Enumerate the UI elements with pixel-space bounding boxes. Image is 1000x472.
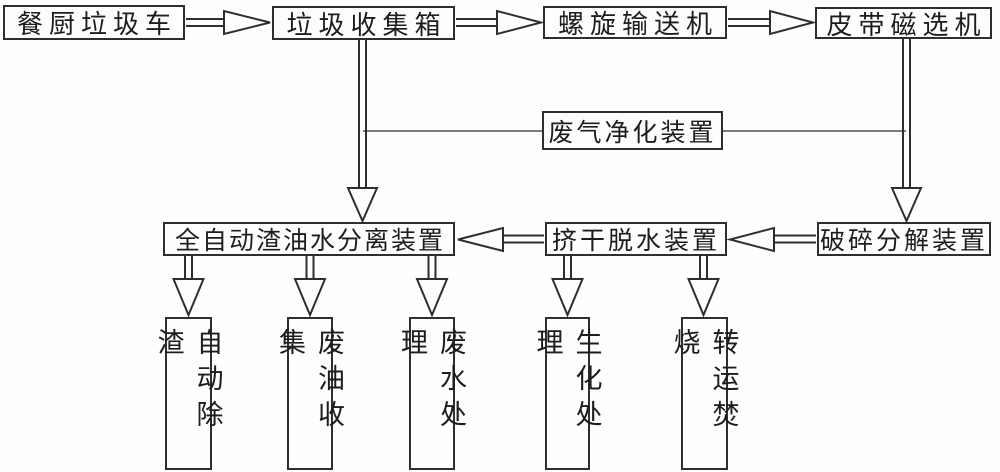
arrow-right-conveyor-to-magnetic-icon <box>728 9 817 36</box>
node-gas-purifier: 废气净化装置 <box>542 111 723 150</box>
arrow-down-separator-to-oil-icon <box>293 256 327 318</box>
arrow-down-dewatering-to-incineration-icon <box>687 256 720 318</box>
node-transfer-incineration: 转运焚烧 <box>670 317 739 470</box>
node-belt-magnetic-separator: 皮带磁选机 <box>815 7 992 40</box>
arrow-right-truck-to-collector-icon <box>186 9 271 36</box>
node-bio-treatment: 生化处理 <box>533 317 602 470</box>
arrow-left-crusher-to-dewatering-icon <box>726 226 816 253</box>
node-auto-deslagging: 自动除渣 <box>154 317 223 470</box>
node-waste-water-treatment: 废水处理 <box>397 317 466 470</box>
node-garbage-collection-box: 垃圾收集箱 <box>272 6 455 40</box>
node-waste-oil-collection: 废油收集 <box>275 317 344 470</box>
node-screw-conveyor: 螺旋输送机 <box>543 6 727 39</box>
node-crushing-device: 破碎分解装置 <box>817 222 991 256</box>
node-oil-water-separator: 全自动渣油水分离装置 <box>163 222 455 256</box>
arrow-down-collector-to-separator-icon <box>346 40 379 224</box>
node-dewatering-device: 挤干脱水装置 <box>545 222 727 256</box>
arrow-down-separator-to-water-icon <box>415 256 449 318</box>
arrow-left-dewatering-to-separator-icon <box>457 226 544 253</box>
arrow-down-separator-to-deslagging-icon <box>172 256 205 318</box>
arrow-right-collector-to-conveyor-icon <box>456 9 545 36</box>
arrow-down-magnetic-to-crusher-icon <box>890 39 923 224</box>
node-food-waste-truck: 餐厨垃圾车 <box>3 5 185 40</box>
arrow-down-dewatering-to-bio-icon <box>551 256 584 318</box>
